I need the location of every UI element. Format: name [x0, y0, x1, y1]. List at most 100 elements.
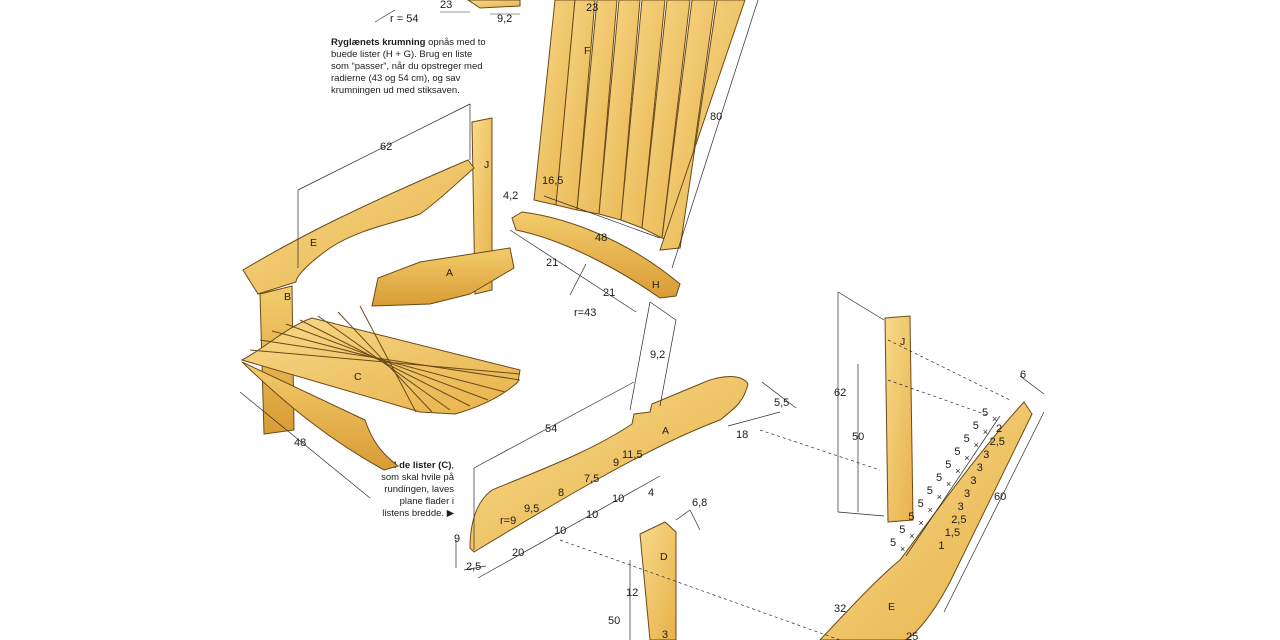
dim-label: r=43 — [574, 307, 596, 319]
dim-label: 4 — [648, 487, 654, 499]
side-rail-a-large — [469, 376, 749, 553]
e-offset-value: 3 — [977, 462, 983, 474]
e-tick-cross: × — [928, 505, 933, 515]
dim-label: 10 — [554, 525, 566, 537]
backrest-rail-h — [511, 211, 681, 299]
e-tick-cross: × — [992, 414, 997, 424]
dim-label: 21 — [603, 287, 615, 299]
e-offset-value: 2,5 — [990, 436, 1005, 448]
back-slat — [659, 0, 746, 251]
e-spacing-mark: 5 — [954, 446, 960, 458]
part-d — [639, 521, 677, 640]
back-slat — [598, 0, 641, 221]
pointer-arrow-icon: ▶ — [446, 508, 454, 519]
dim-label: 50 — [852, 431, 864, 443]
dim-label: 10 — [586, 509, 598, 521]
dim-label: 54 — [545, 423, 557, 435]
e-offset-value: 3 — [970, 475, 976, 487]
dim-label: 48 — [595, 232, 607, 244]
e-offset-value: 2,5 — [951, 514, 966, 526]
dim-label: 9 — [613, 457, 619, 469]
dim-label: r=9 — [500, 515, 516, 527]
e-tick-cross: × — [983, 427, 988, 437]
dim-label: 2,5 — [466, 561, 481, 573]
part-e-right — [819, 401, 1033, 640]
part-label: C — [354, 371, 362, 383]
e-spacing-mark: 5 — [936, 472, 942, 484]
part-label: B — [284, 291, 291, 303]
e-offset-value: 2 — [996, 423, 1002, 435]
e-offset-value: 1,5 — [945, 527, 960, 539]
slats-note-heading: Til de lister (C) — [385, 460, 452, 471]
dim-label: 11,5 — [622, 449, 643, 461]
dimension-lines — [239, 0, 1045, 640]
dim-label: 23 — [586, 2, 598, 14]
part-label: F — [584, 45, 590, 57]
slats-note-body: , som skal hvile på rundingen, laves pla… — [381, 460, 454, 519]
e-spacing-mark: 5 — [890, 537, 896, 549]
e-spacing-mark: 5 — [927, 485, 933, 497]
dim-label: 4,2 — [503, 190, 518, 202]
top-cropped-group — [374, 0, 521, 23]
e-offset-value: 3 — [983, 449, 989, 461]
dim-label: 9,5 — [524, 503, 539, 515]
dim-label: 9,2 — [497, 13, 512, 25]
backrest-note: Ryglænets krumning opnås med to buede li… — [331, 37, 491, 97]
back-slat — [641, 0, 691, 239]
dim-label: 8 — [558, 487, 564, 499]
dim-label: r = 54 — [390, 13, 418, 25]
e-tick-cross: × — [974, 440, 979, 450]
dim-label: 9 — [454, 533, 460, 545]
e-tick-cross: × — [900, 544, 905, 554]
e-spacing-mark: 5 — [918, 498, 924, 510]
dim-label: 5,5 — [774, 397, 789, 409]
dim-label: 20 — [512, 547, 524, 559]
part-label: A — [446, 267, 453, 279]
dim-label: 80 — [710, 111, 722, 123]
back-slat — [555, 0, 596, 211]
e-spacing-mark: 5 — [982, 407, 988, 419]
dim-label: 23 — [440, 0, 452, 11]
back-slat — [533, 0, 576, 206]
dim-label: 7,5 — [584, 473, 599, 485]
dim-label: 25 — [906, 631, 918, 640]
armrest-assembly — [242, 117, 515, 435]
dim-label: 6,8 — [692, 497, 707, 509]
top-part-fragment — [467, 0, 521, 9]
e-spacing-mark: 5 — [945, 459, 951, 471]
e-offset-value: 3 — [958, 501, 964, 513]
dimension-labels: r = 54 23 9,2 23 80 16,5 4,2 48 21 21 r=… — [294, 0, 1026, 640]
part-label: E — [888, 601, 895, 613]
backrest-note-heading: Ryglænets krumning — [331, 37, 426, 48]
dim-label: 18 — [736, 429, 748, 441]
e-spacing-mark: 5 — [964, 433, 970, 445]
e-offset-value: 1 — [938, 540, 944, 552]
backrest-slats — [533, 0, 746, 251]
dim-label: 21 — [546, 257, 558, 269]
e-offset-value: 3 — [964, 488, 970, 500]
dim-label: 12 — [626, 587, 638, 599]
back-slat — [576, 0, 618, 215]
armrest-e — [242, 159, 475, 295]
e-tick-cross: × — [918, 518, 923, 528]
dim-label: 48 — [294, 437, 306, 449]
dim-label: 62 — [834, 387, 846, 399]
e-tick-cross: × — [946, 479, 951, 489]
armrest-support-j — [471, 117, 493, 295]
dim-label: 3 — [662, 629, 668, 640]
part-labels: F J E A B C H A D J E — [284, 45, 905, 613]
dim-label: 16,5 — [542, 175, 563, 187]
part-label: A — [662, 425, 669, 437]
part-j-right — [884, 315, 914, 523]
backrest-note-body: opnås med to buede lister (H + G). Brug … — [331, 37, 486, 96]
e-spacing-mark: 5 — [899, 524, 905, 536]
dim-label: 60 — [994, 491, 1006, 503]
e-spacing-mark: 5 — [973, 420, 979, 432]
e-tick-cross: × — [937, 492, 942, 502]
dim-label: 10 — [612, 493, 624, 505]
e-tick-cross: × — [964, 453, 969, 463]
dim-label: 50 — [608, 615, 620, 627]
